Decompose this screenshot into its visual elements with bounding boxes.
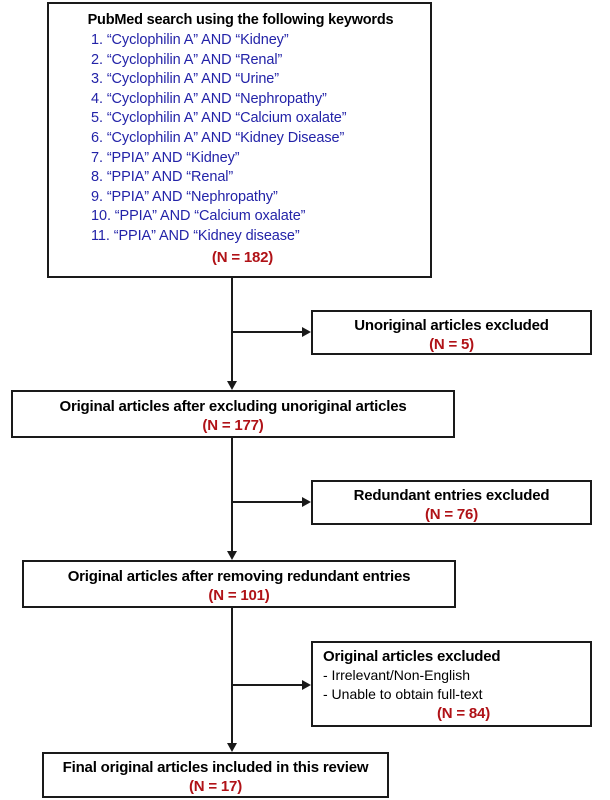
keyword-item: “Cyclophilin A” AND “Urine” (106, 71, 279, 88)
redundant-excluded-box: Redundant entries excluded (N = 76) (311, 480, 592, 525)
after-redundant-title: Original articles after removing redunda… (67, 568, 411, 585)
arrowhead-to-after-redundant (227, 551, 237, 560)
keyword-item: “PPIA” AND “Renal” (106, 169, 234, 186)
keyword-item: “PPIA” AND “Kidney disease” (113, 227, 300, 244)
unoriginal-excluded-count: (N = 5) (429, 336, 474, 353)
original-excluded-box: Original articles excluded - Irrelevant/… (311, 641, 592, 727)
after-unoriginal-box: Original articles after excluding unorig… (11, 390, 455, 438)
connector-after-redundant-to-final (231, 608, 233, 744)
arrowhead-original-excluded (302, 680, 311, 690)
keyword-item: “PPIA” AND “Kidney” (106, 149, 240, 166)
keyword-list: “Cyclophilin A” AND “Kidney” “Cyclophili… (49, 31, 430, 247)
arrowhead-to-after-unoriginal (227, 381, 237, 390)
arrowhead-to-final (227, 743, 237, 752)
final-included-count: (N = 17) (188, 778, 242, 795)
connector-branch-unoriginal-excluded (231, 331, 303, 333)
unoriginal-excluded-box: Unoriginal articles excluded (N = 5) (311, 310, 592, 355)
keyword-item: “Cyclophilin A” AND “Calcium oxalate” (106, 110, 347, 127)
connector-search-to-after-unoriginal (231, 278, 233, 382)
after-unoriginal-title: Original articles after excluding unorig… (59, 398, 407, 415)
search-box-title: PubMed search using the following keywor… (87, 12, 394, 28)
arrowhead-redundant-excluded (302, 497, 311, 507)
connector-after-unoriginal-to-after-redundant (231, 438, 233, 552)
exclusion-reason: - Unable to obtain full-text (323, 686, 483, 702)
redundant-excluded-title: Redundant entries excluded (353, 487, 550, 504)
after-unoriginal-count: (N = 177) (202, 417, 264, 434)
after-redundant-count: (N = 101) (208, 587, 270, 604)
search-strategy-box: PubMed search using the following keywor… (47, 2, 432, 278)
connector-branch-redundant-excluded (231, 501, 303, 503)
final-included-title: Final original articles included in this… (62, 759, 369, 776)
after-redundant-box: Original articles after removing redunda… (22, 560, 456, 608)
final-included-box: Final original articles included in this… (42, 752, 389, 798)
original-excluded-count: (N = 84) (436, 705, 490, 722)
connector-branch-original-excluded (231, 684, 303, 686)
keyword-item: “PPIA” AND “Nephropathy” (106, 188, 278, 205)
keyword-item: “Cyclophilin A” AND “Kidney” (106, 32, 289, 48)
exclusion-reason: - Irrelevant/Non-English (323, 667, 471, 683)
keyword-item: “Cyclophilin A” AND “Renal” (106, 51, 283, 68)
search-box-count: (N = 182) (211, 248, 274, 266)
keyword-item: “Cyclophilin A” AND “Nephropathy” (106, 90, 327, 107)
arrowhead-unoriginal-excluded (302, 327, 311, 337)
keyword-item: “PPIA” AND “Calcium oxalate” (114, 208, 306, 225)
original-excluded-title: Original articles excluded (323, 648, 501, 665)
keyword-item: “Cyclophilin A” AND “Kidney Disease” (106, 129, 345, 146)
redundant-excluded-count: (N = 76) (424, 506, 478, 523)
unoriginal-excluded-title: Unoriginal articles excluded (354, 317, 549, 334)
